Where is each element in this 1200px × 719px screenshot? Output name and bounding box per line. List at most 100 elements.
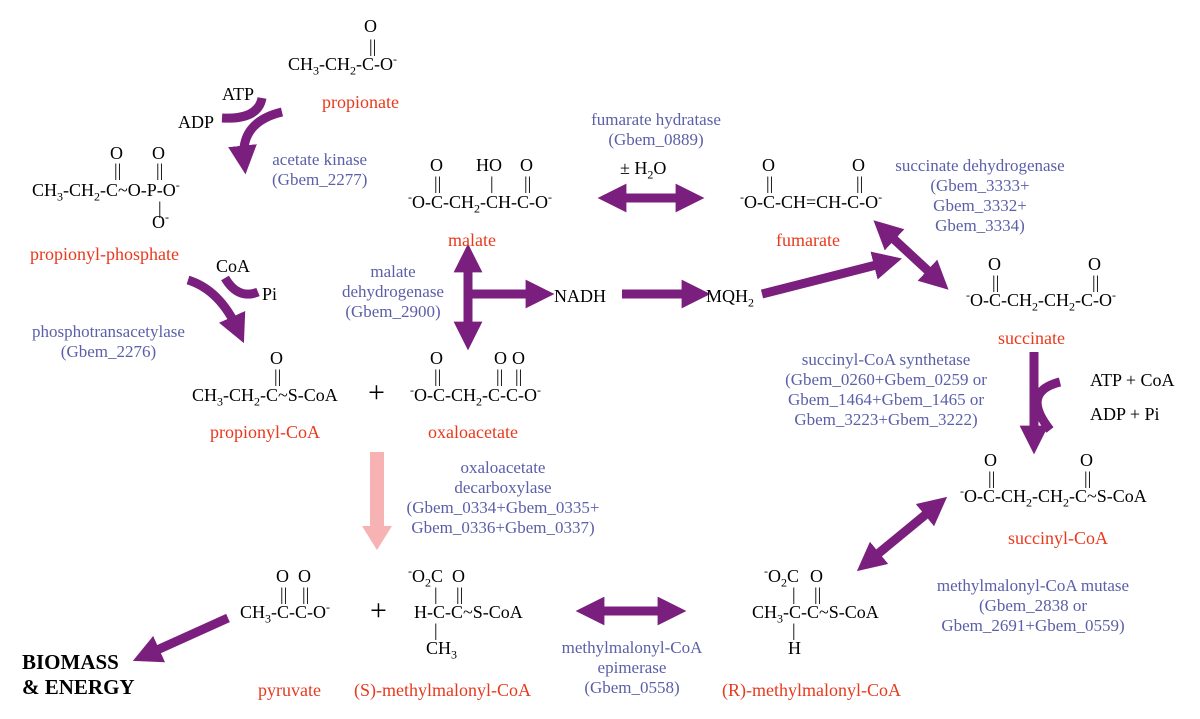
arrow-mqh2-sdh bbox=[760, 251, 902, 299]
enzyme-succinyl-coa-synthetase: succinyl-CoA synthetase(Gbem_0260+Gbem_0… bbox=[785, 350, 987, 429]
compound-r-methylmalonyl-coa: (R)-methylmalonyl-CoA bbox=[722, 680, 901, 700]
propionyl-coa-structure: CH3-CH2-C~S-CoA bbox=[192, 385, 338, 409]
oxaloacetate-o3: O bbox=[512, 348, 525, 368]
cofactor-adp-pi: ADP + Pi bbox=[1090, 404, 1160, 424]
arrow-oxaloacetate-decarboxylase bbox=[362, 452, 392, 550]
cofactor-h2o: ± H2O bbox=[620, 158, 667, 182]
enzyme-succinate-dehydrogenase: succinate dehydrogenase(Gbem_3333+Gbem_3… bbox=[895, 156, 1065, 235]
succinyl-coa-bond1: || bbox=[988, 468, 996, 488]
oxaloacetate-bond1: || bbox=[434, 366, 442, 386]
enzyme-acetate-kinase: acetate kinase(Gbem_2277) bbox=[272, 150, 368, 189]
s-mmcoa-bond1: | bbox=[434, 584, 438, 604]
pyruvate-bond1: || bbox=[280, 584, 288, 604]
arrow-atp-coa-curve bbox=[1032, 377, 1062, 433]
fumarate-bond2: || bbox=[856, 173, 864, 193]
succinyl-coa-o1: O bbox=[984, 450, 997, 470]
r-mmcoa-bond2: || bbox=[814, 584, 822, 604]
arrow-mutase bbox=[856, 496, 948, 572]
s-mmcoa-bond2: || bbox=[456, 584, 464, 604]
succinyl-coa-o2: O bbox=[1080, 450, 1093, 470]
compound-succinate: succinate bbox=[998, 328, 1065, 348]
propionate-structure: CH3-CH2-C-O- bbox=[288, 52, 398, 78]
succinate-bond2: || bbox=[1092, 272, 1100, 292]
plus-sign-2: + bbox=[370, 594, 387, 627]
r-mmcoa-o: O bbox=[810, 566, 823, 586]
cofactor-pi: Pi bbox=[262, 284, 278, 304]
compound-fumarate: fumarate bbox=[776, 230, 840, 250]
fumarate-o1: O bbox=[762, 155, 775, 175]
fumarate-o2: O bbox=[852, 155, 865, 175]
propionyl-phosphate-bond3: | bbox=[158, 198, 162, 218]
oxaloacetate-o2: O bbox=[494, 348, 507, 368]
arrow-atp-adp-curve bbox=[221, 96, 267, 123]
enzyme-fumarate-hydratase: fumarate hydratase(Gbem_0889) bbox=[591, 110, 721, 149]
pyruvate-o1: O bbox=[276, 566, 289, 586]
arrow-coa-pi-curve bbox=[221, 275, 260, 299]
s-mmcoa-ch3: CH3 bbox=[426, 638, 458, 662]
malate-bond3: || bbox=[524, 173, 532, 193]
succinate-structure: -O-C-CH2-CH2-C-O- bbox=[966, 288, 1116, 314]
propionyl-phosphate-o1: O bbox=[110, 143, 123, 163]
malate-bond2: | bbox=[490, 173, 494, 193]
s-mmcoa-bond3: | bbox=[434, 620, 438, 640]
oxaloacetate-structure: -O-C-CH2-C-C-O- bbox=[410, 383, 541, 409]
malate-structure: -O-C-CH2-CH-C-O- bbox=[408, 190, 552, 216]
r-mmcoa-structure: CH3-C-C~S-CoA bbox=[752, 602, 879, 626]
malate-ho: HO bbox=[476, 155, 502, 175]
r-mmcoa-co2: -O2C bbox=[764, 564, 800, 590]
compound-propionate: propionate bbox=[322, 92, 399, 112]
malate-o2: O bbox=[520, 155, 533, 175]
cofactor-adp: ADP bbox=[178, 112, 215, 132]
propionyl-coa-bond: || bbox=[274, 366, 282, 386]
cofactor-mqh2: MQH2 bbox=[706, 286, 755, 310]
s-mmcoa-o: O bbox=[452, 566, 465, 586]
propionate-carbonyl-o: O bbox=[364, 16, 377, 36]
compound-pyruvate: pyruvate bbox=[258, 680, 321, 700]
malate-o1: O bbox=[430, 155, 443, 175]
cofactor-nadh: NADH bbox=[554, 286, 606, 306]
arrow-fumarate-succinate bbox=[873, 220, 949, 290]
r-mmcoa-h: H bbox=[788, 638, 801, 658]
s-mmcoa-structure: H-C-C~S-CoA bbox=[414, 602, 523, 622]
r-mmcoa-bond3: | bbox=[792, 620, 796, 640]
arrow-to-biomass bbox=[132, 613, 230, 663]
oxaloacetate-bond3: || bbox=[515, 366, 523, 386]
succinyl-coa-structure: -O-C-CH2-CH2-C~S-CoA bbox=[960, 484, 1147, 510]
compound-propionyl-coa: propionyl-CoA bbox=[210, 422, 320, 442]
cofactor-atp-coa: ATP + CoA bbox=[1090, 370, 1175, 390]
arrow-phosphotransacetylase bbox=[186, 275, 246, 344]
arrow-acetate-kinase bbox=[228, 107, 284, 175]
pyruvate-structure: CH3-C-C-O- bbox=[240, 600, 331, 626]
succinate-bond1: || bbox=[992, 272, 1000, 292]
compound-propionyl-phosphate: propionyl-phosphate bbox=[30, 244, 179, 264]
propionyl-phosphate-bond2: || bbox=[156, 160, 164, 180]
pyruvate-o2: O bbox=[298, 566, 311, 586]
enzyme-phosphotransacetylase: phosphotransacetylase(Gbem_2276) bbox=[32, 322, 185, 361]
succinyl-coa-bond2: || bbox=[1084, 468, 1092, 488]
biomass-energy-label: BIOMASS& ENERGY bbox=[22, 650, 135, 699]
oxaloacetate-bond2: || bbox=[496, 366, 504, 386]
fumarate-bond1: || bbox=[766, 173, 774, 193]
succinate-o2: O bbox=[1088, 254, 1101, 274]
compound-malate: malate bbox=[448, 230, 496, 250]
s-mmcoa-co2: -O2C bbox=[408, 564, 444, 590]
propionyl-coa-o: O bbox=[270, 348, 283, 368]
propionyl-phosphate-o2: O bbox=[152, 143, 165, 163]
compound-s-methylmalonyl-coa: (S)-methylmalonyl-CoA bbox=[354, 680, 531, 700]
propionyl-phosphate-structure: CH3-CH2-C~O-P-O- bbox=[32, 178, 180, 204]
fumarate-structure: -O-C-CH=CH-C-O- bbox=[740, 190, 883, 212]
succinate-o1: O bbox=[988, 254, 1001, 274]
compound-succinyl-coa: succinyl-CoA bbox=[1008, 528, 1108, 548]
oxaloacetate-o1: O bbox=[430, 348, 443, 368]
pyruvate-bond2: || bbox=[302, 584, 310, 604]
propionyl-phosphate-o3: O- bbox=[152, 210, 169, 232]
propionate-bond: || bbox=[369, 36, 377, 56]
propionyl-phosphate-bond1: || bbox=[114, 160, 122, 180]
cofactor-coa: CoA bbox=[216, 256, 251, 276]
